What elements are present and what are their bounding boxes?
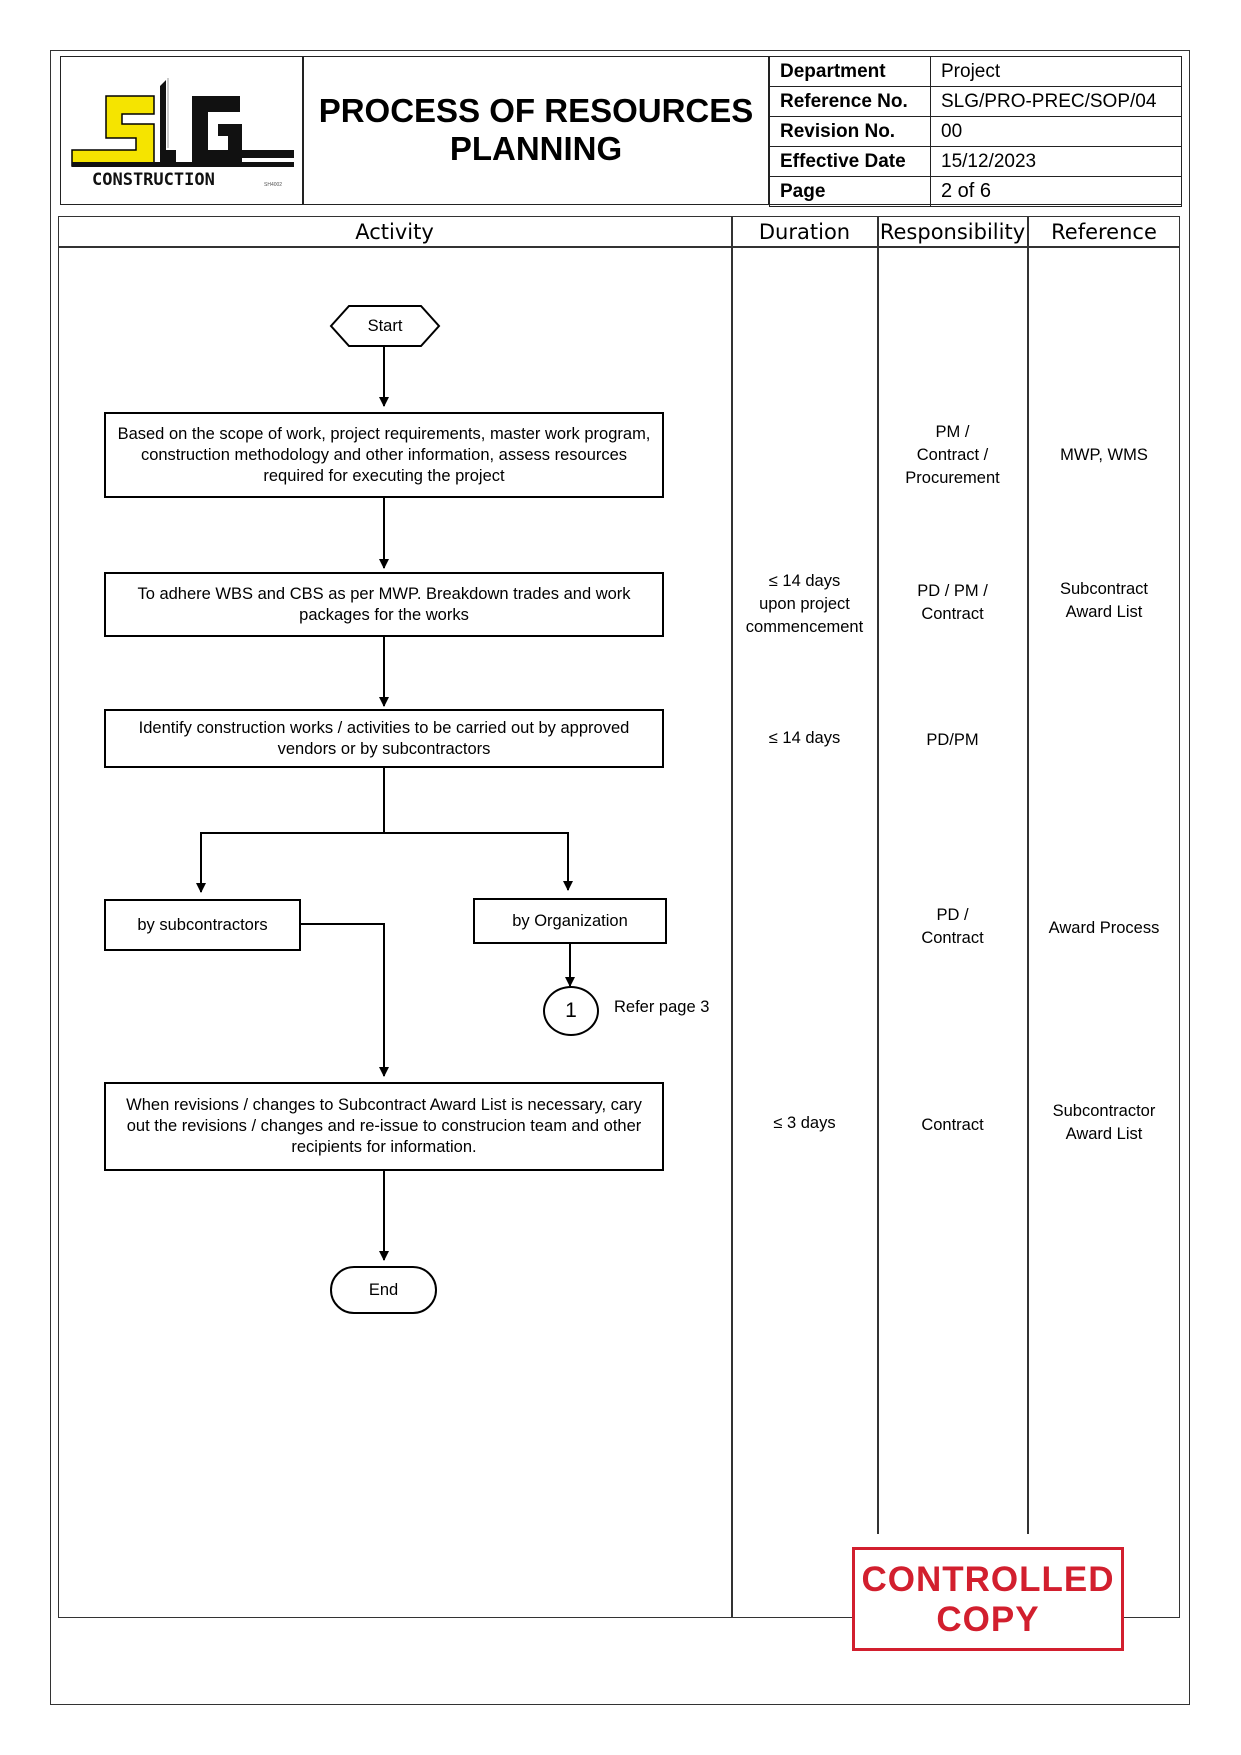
end-terminator: End	[330, 1266, 437, 1314]
info-row-page: Page 2 of 6	[769, 176, 1182, 207]
document-info-table: Department Project Reference No. SLG/PRO…	[769, 56, 1182, 207]
duration-step4: ≤ 3 days	[773, 1114, 836, 1132]
start-label: Start	[367, 317, 403, 335]
page-connector: 1	[543, 986, 599, 1036]
responsibility-step4: Contract	[921, 1116, 984, 1134]
responsibility-branch: PD / Contract	[921, 906, 984, 947]
info-row-revision: Revision No. 00	[769, 116, 1182, 147]
info-label: Reference No.	[769, 86, 931, 117]
info-row-reference: Reference No. SLG/PRO-PREC/SOP/04	[769, 86, 1182, 117]
responsibility-step2: PD / PM / Contract	[917, 582, 988, 623]
column-header-duration: Duration	[758, 220, 851, 244]
connector-note: Refer page 3	[614, 998, 710, 1016]
start-terminator	[329, 305, 441, 347]
info-label: Effective Date	[769, 146, 931, 177]
header-row-line	[58, 246, 1180, 248]
logo-subtitle: CONSTRUCTION	[92, 170, 215, 190]
process-table	[58, 216, 1180, 1618]
info-value: 15/12/2023	[930, 146, 1182, 177]
controlled-copy-stamp: CONTROLLED COPY	[852, 1547, 1124, 1651]
reference-branch: Award Process	[1048, 919, 1160, 937]
column-divider	[731, 216, 733, 1618]
column-header-responsibility: Responsibility	[879, 220, 1026, 244]
column-divider	[1027, 216, 1029, 1534]
column-header-reference: Reference	[1051, 220, 1157, 244]
responsibility-step3: PD/PM	[926, 731, 979, 749]
reference-step2: Subcontract Award List	[1059, 580, 1149, 621]
document-title: PROCESS OF RESOURCES PLANNING	[318, 92, 754, 167]
responsibility-step1: PM / Contract / Procurement	[905, 423, 1000, 487]
stamp-line-2: COPY	[936, 1600, 1040, 1639]
logo-tiny-text: SH4002	[264, 182, 282, 188]
header-divider	[768, 56, 770, 205]
column-header-activity: Activity	[355, 220, 434, 244]
header-divider	[302, 56, 304, 205]
step-breakdown-trades: To adhere WBS and CBS as per MWP. Breakd…	[104, 572, 664, 637]
reference-step1: MWP, WMS	[1060, 446, 1148, 464]
info-row-department: Department Project	[769, 56, 1182, 87]
step-assess-resources: Based on the scope of work, project requ…	[104, 412, 664, 498]
info-value: SLG/PRO-PREC/SOP/04	[930, 86, 1182, 117]
company-logo: CONSTRUCTION SH4002	[68, 74, 298, 192]
info-row-effective-date: Effective Date 15/12/2023	[769, 146, 1182, 177]
info-label: Page	[769, 176, 931, 207]
column-divider	[877, 216, 879, 1534]
info-value: 2 of 6	[930, 176, 1182, 207]
step-identify-works: Identify construction works / activities…	[104, 709, 664, 768]
branch-by-subcontractors: by subcontractors	[104, 899, 301, 951]
branch-by-organization: by Organization	[473, 898, 667, 944]
document-header	[60, 56, 1182, 205]
page-border	[50, 50, 1190, 1705]
duration-step3: ≤ 14 days	[768, 729, 841, 747]
info-label: Department	[769, 56, 931, 87]
reference-step4: Subcontractor Award List	[1052, 1102, 1156, 1143]
duration-step2: ≤ 14 days upon project commencement	[745, 572, 864, 636]
stamp-line-1: CONTROLLED	[861, 1560, 1115, 1599]
info-value: 00	[930, 116, 1182, 147]
step-revise-award-list: When revisions / changes to Subcontract …	[104, 1082, 664, 1171]
